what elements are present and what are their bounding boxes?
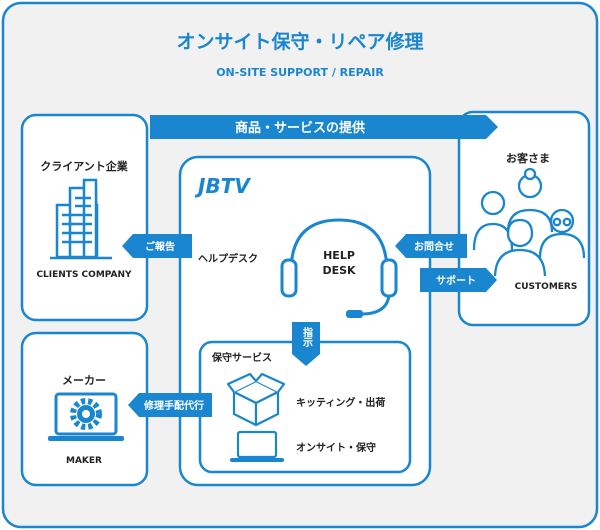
instruction-arrow (292, 322, 320, 366)
helpdesk-text-line1: HELP (323, 249, 355, 262)
inquiry-label: お問合せ (414, 240, 454, 253)
repair-arrangement-label: 修理手配代行 (143, 399, 204, 412)
inquiry-arrow (395, 234, 467, 258)
maintenance-title: 保守サービス (211, 351, 272, 364)
page-title: オンサイト保守・リペア修理 (176, 30, 423, 53)
helpdesk-label: ヘルプデスク (198, 252, 258, 265)
service-kitting: キッティング・出荷 (296, 396, 385, 409)
gear-laptop-icon (48, 392, 124, 441)
maker-caption: MAKER (66, 456, 102, 466)
client-company-caption: CLIENTS COMPANY (36, 270, 132, 280)
people-group-icon (472, 167, 586, 276)
box-icon (226, 372, 286, 427)
service-banner-arrow (150, 115, 498, 139)
report-label: ご報告 (145, 240, 175, 253)
page-subtitle: ON-SITE SUPPORT / REPAIR (216, 66, 384, 79)
laptop-icon (230, 430, 284, 462)
repair-arrangement-arrow (128, 393, 212, 417)
support-arrow (420, 268, 497, 292)
service-banner-label: 商品・サービスの提供 (235, 120, 365, 136)
client-company-label: クライアント企業 (40, 159, 129, 173)
report-arrow (122, 234, 192, 258)
customers-label: お客さま (506, 151, 550, 165)
support-label: サポート (436, 274, 476, 287)
headset-icon (280, 218, 398, 318)
instruction-label: 指示 (301, 326, 313, 348)
helpdesk-text-line2: DESK (322, 264, 356, 277)
customers-caption: CUSTOMERS (515, 282, 578, 292)
maker-label: メーカー (62, 374, 106, 387)
jbtv-logo: JBTV (194, 174, 251, 198)
service-onsite: オンサイト・保守 (296, 441, 376, 454)
building-icon (50, 178, 112, 260)
